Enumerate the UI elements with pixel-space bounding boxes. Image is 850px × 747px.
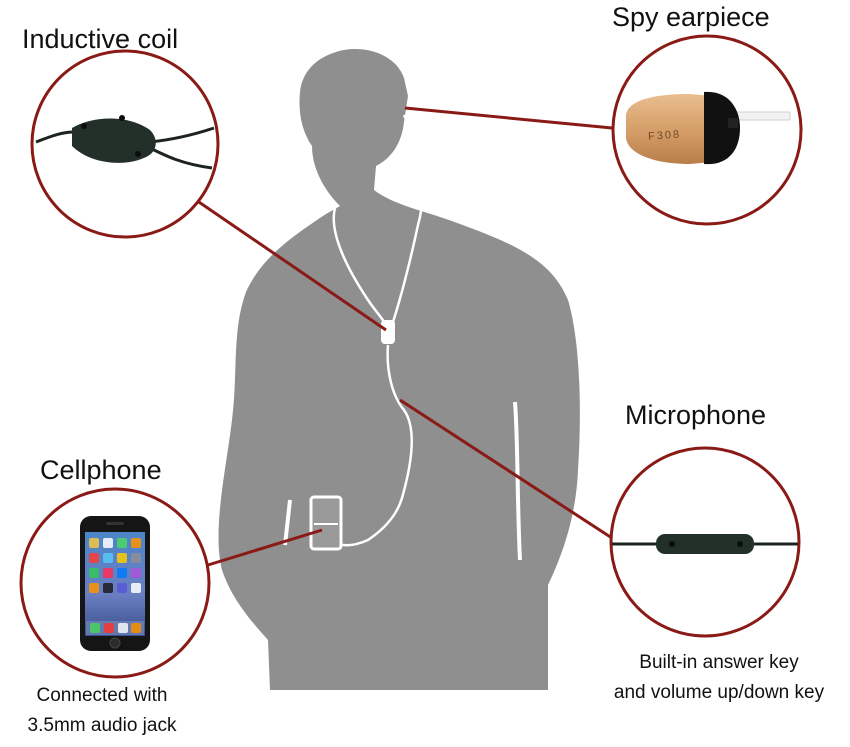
smartphone-icon xyxy=(80,516,150,651)
callout-lines xyxy=(192,106,616,567)
earpiece-icon: F308 xyxy=(626,91,791,165)
earpiece-marking: F308 xyxy=(648,129,682,143)
callout-line-cellphone xyxy=(207,528,323,567)
cellphone-caption-line-1: Connected with xyxy=(36,685,168,706)
person-silhouette xyxy=(218,49,580,691)
microphone-callout xyxy=(609,446,801,638)
callout-line-coil xyxy=(192,196,387,332)
cellphone-caption-line-2: 3.5mm audio jack xyxy=(27,715,177,736)
earphone-wire xyxy=(329,114,424,547)
microphone-caption: Built-in answer key and volume up/down k… xyxy=(590,648,848,708)
microphone-icon xyxy=(612,534,798,554)
cellphone-label: Cellphone xyxy=(40,455,162,485)
microphone-caption-line-1: Built-in answer key xyxy=(639,652,799,673)
inductive-coil-label: Inductive coil xyxy=(22,24,179,54)
cellphone-caption: Connected with 3.5mm audio jack xyxy=(2,681,202,741)
cellphone-callout xyxy=(19,487,211,679)
inline-coil-on-body xyxy=(381,320,395,344)
callout-line-microphone xyxy=(399,398,616,542)
earpiece-callout: F308 xyxy=(611,34,803,226)
callout-line-earpiece xyxy=(404,106,613,130)
spy-earpiece-label: Spy earpiece xyxy=(612,2,770,32)
inductive-coil-callout xyxy=(30,49,220,239)
pocket-phone xyxy=(309,495,343,551)
microphone-label: Microphone xyxy=(625,400,767,430)
inductive-coil-icon xyxy=(35,115,215,170)
microphone-caption-line-2: and volume up/down key xyxy=(613,682,825,703)
